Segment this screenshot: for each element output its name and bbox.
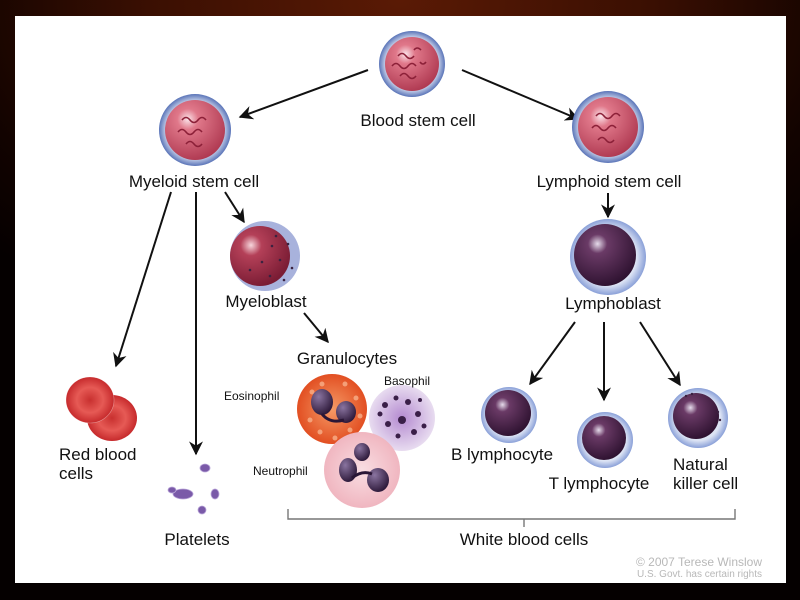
t-lymphocyte-illustration [577,412,633,468]
eosinophil-illustration [297,374,367,444]
myeloblast-illustration [230,221,300,291]
label-red-blood-cells: Red blood cells [59,445,137,483]
label-red-blood-cells-line2: cells [59,464,94,483]
label-b-lymphocyte: B lymphocyte [450,445,554,464]
arrow-blood-to-myeloid [238,69,369,120]
label-white-blood-cells: White blood cells [459,530,589,549]
label-basophil: Basophil [384,374,431,388]
copyright-line2: U.S. Govt. has certain rights [636,569,762,580]
arrow-myeloblast-to-granulocytes [303,312,329,344]
arrow-myeloid-to-myeloblast [224,191,245,224]
blood-stem-cell-illustration [379,31,445,97]
label-myeloblast: Myeloblast [225,292,307,311]
label-red-blood-cells-line1: Red blood [59,445,137,464]
label-natural-killer-cell-line2: killer cell [673,474,739,493]
edges [113,69,681,456]
lymphoid-stem-cell-illustration [572,91,644,163]
natural-killer-cell-illustration [668,388,728,448]
label-blood-stem-cell: Blood stem cell [360,111,476,130]
label-lymphoid-stem-cell: Lymphoid stem cell [536,172,682,191]
label-eosinophil: Eosinophil [224,389,280,403]
label-lymphoblast: Lymphoblast [565,294,661,313]
arrow-myeloid-to-rbc [113,191,172,368]
basophil-illustration [369,385,435,451]
arrow-lymphoblast-to-nk [639,321,681,387]
diagram-canvas [15,16,786,583]
label-myeloid-stem-cell: Myeloid stem cell [128,172,260,191]
label-platelets: Platelets [164,530,230,549]
label-granulocytes: Granulocytes [296,349,398,368]
copyright-line1: © 2007 Terese Winslow [635,555,762,569]
copyright-notice: © 2007 Terese Winslow U.S. Govt. has cer… [635,555,762,581]
platelets-illustration [167,463,220,515]
arrow-lymphoblast-to-b [529,321,576,386]
b-lymphocyte-illustration [481,387,537,443]
arrow-blood-to-lymphoid [461,69,580,121]
label-natural-killer-cell: Natural killer cell [673,455,738,493]
white-blood-cells-bracket [287,509,736,527]
red-blood-cells-illustration [65,376,137,441]
label-t-lymphocyte: T lymphocyte [548,474,650,493]
myeloid-stem-cell-illustration [159,94,231,166]
neutrophil-illustration [324,432,400,508]
label-natural-killer-cell-line1: Natural [673,455,728,474]
label-neutrophil: Neutrophil [253,464,308,478]
lymphoblast-illustration [570,219,646,295]
